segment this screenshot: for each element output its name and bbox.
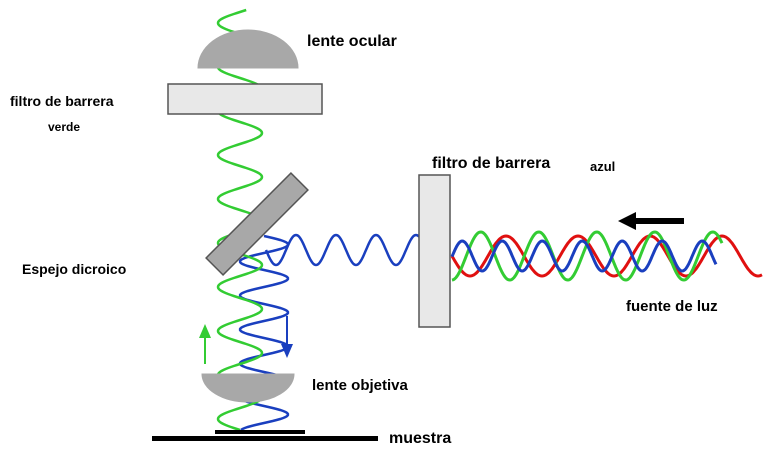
- arrow-up-icon: [199, 324, 211, 364]
- blue-filter-color-label: azul: [590, 159, 616, 174]
- green-filter-color-label: verde: [48, 120, 81, 134]
- green-barrier-filter: [167, 83, 323, 115]
- ocular-lens-label: lente ocular: [307, 33, 397, 50]
- objective-lens-label: lente objetiva: [312, 377, 408, 394]
- blue-barrier-filter: [418, 174, 451, 328]
- arrow-down-icon: [281, 316, 293, 358]
- dichroic-mirror-label: Espejo dicroico: [22, 261, 127, 277]
- sample-slide: [152, 436, 378, 441]
- objective-lens-icon: [201, 373, 295, 403]
- blue-light-wave-incoming: [450, 239, 718, 273]
- dichroic-mirror: [205, 172, 309, 276]
- blue-light-wave-filtered: [264, 233, 420, 267]
- red-light-wave: [450, 234, 763, 278]
- blue-filter-label: filtro de barrera: [432, 155, 551, 172]
- green-filter-label: filtro de barrera: [10, 93, 114, 109]
- ocular-lens-icon: [197, 29, 299, 69]
- sample-coverslip: [215, 430, 305, 434]
- sample-label: muestra: [389, 430, 452, 447]
- arrow-left-icon: [618, 212, 684, 230]
- light-source-label: fuente de luz: [626, 298, 718, 315]
